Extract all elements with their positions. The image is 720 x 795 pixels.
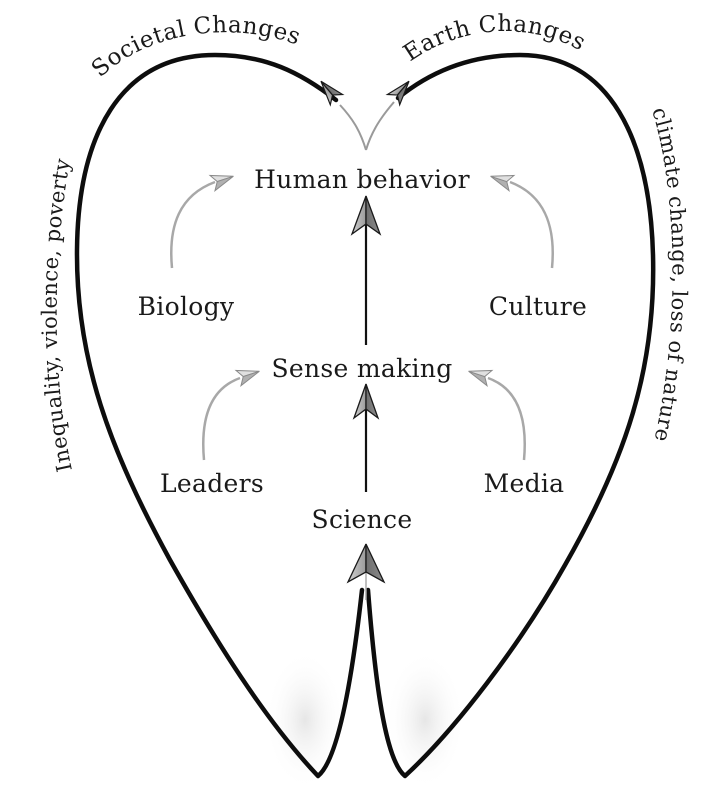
arrow-biology-to-behavior [170,180,216,269]
arrowhead-sense-to-behavior-icon [350,195,382,236]
cusp-shade-right [385,650,465,790]
arrowhead-culture-icon [490,174,516,192]
branch-to-earth [365,101,395,151]
arrowhead-societal-icon [320,80,345,107]
node-human-behavior: Human behavior [254,165,470,194]
arrow-media-to-sense [487,376,526,461]
node-media: Media [484,469,565,498]
label-left-side: Inequality, violence, poverty [38,157,77,474]
node-sense-making: Sense making [271,354,452,383]
label-societal-changes: Societal Changes [87,12,304,82]
node-science: Science [312,505,413,534]
cusp-shade-left [265,650,345,790]
arrowhead-science-to-sense-icon [352,383,380,420]
node-biology: Biology [138,292,235,321]
arrowhead-biology-icon [208,174,234,192]
arrowhead-bottom-to-science-icon [346,543,386,584]
arrowhead-leaders-icon [234,369,260,387]
arrowhead-earth-icon [385,80,410,107]
heart-outline-right [365,52,656,779]
heart-outline-left [74,52,365,779]
arrowhead-media-icon [468,369,494,387]
branch-to-societal [339,104,367,151]
arrow-leaders-to-sense [202,376,241,461]
node-culture: Culture [489,292,587,321]
arrow-culture-to-behavior [509,180,554,269]
node-leaders: Leaders [160,469,264,498]
